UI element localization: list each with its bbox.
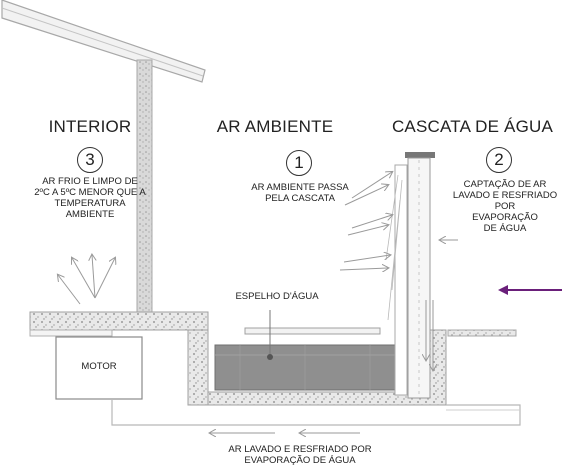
label-bottom-airflow: AR LAVADO E RESFRIADO POR EVAPORAÇÃO DE … — [228, 444, 372, 466]
ground-slab-left — [29, 311, 209, 331]
step-3-badge: 3 — [77, 147, 103, 173]
step-1-badge: 1 — [286, 150, 312, 176]
roof-panel — [1, 0, 206, 83]
heading-ambient-air: AR AMBIENTE — [216, 117, 334, 136]
step-2-badge: 2 — [486, 147, 512, 173]
step-1-description: AR AMBIENTE PASSA PELA CASCATA — [251, 182, 349, 204]
outside-air-arrow — [498, 285, 562, 295]
step-2-description: CAPTAÇÃO DE AR LAVADO E RESFRIADO POR EV… — [452, 179, 558, 234]
motor-box — [55, 336, 143, 400]
label-motor: MOTOR — [81, 361, 117, 372]
heading-interior: INTERIOR — [48, 117, 132, 136]
label-water-mirror: ESPELHO D'ÁGUA — [235, 291, 319, 302]
step-3-description: AR FRIO E LIMPO DE 2ºC A 5ºC MENOR QUE A… — [34, 176, 146, 220]
water-mirror — [214, 344, 411, 391]
bottom-duct — [111, 400, 521, 426]
heading-water-cascade: CASCATA DE ÁGUA — [391, 117, 554, 136]
cascade-airflow-arrows — [58, 172, 458, 433]
